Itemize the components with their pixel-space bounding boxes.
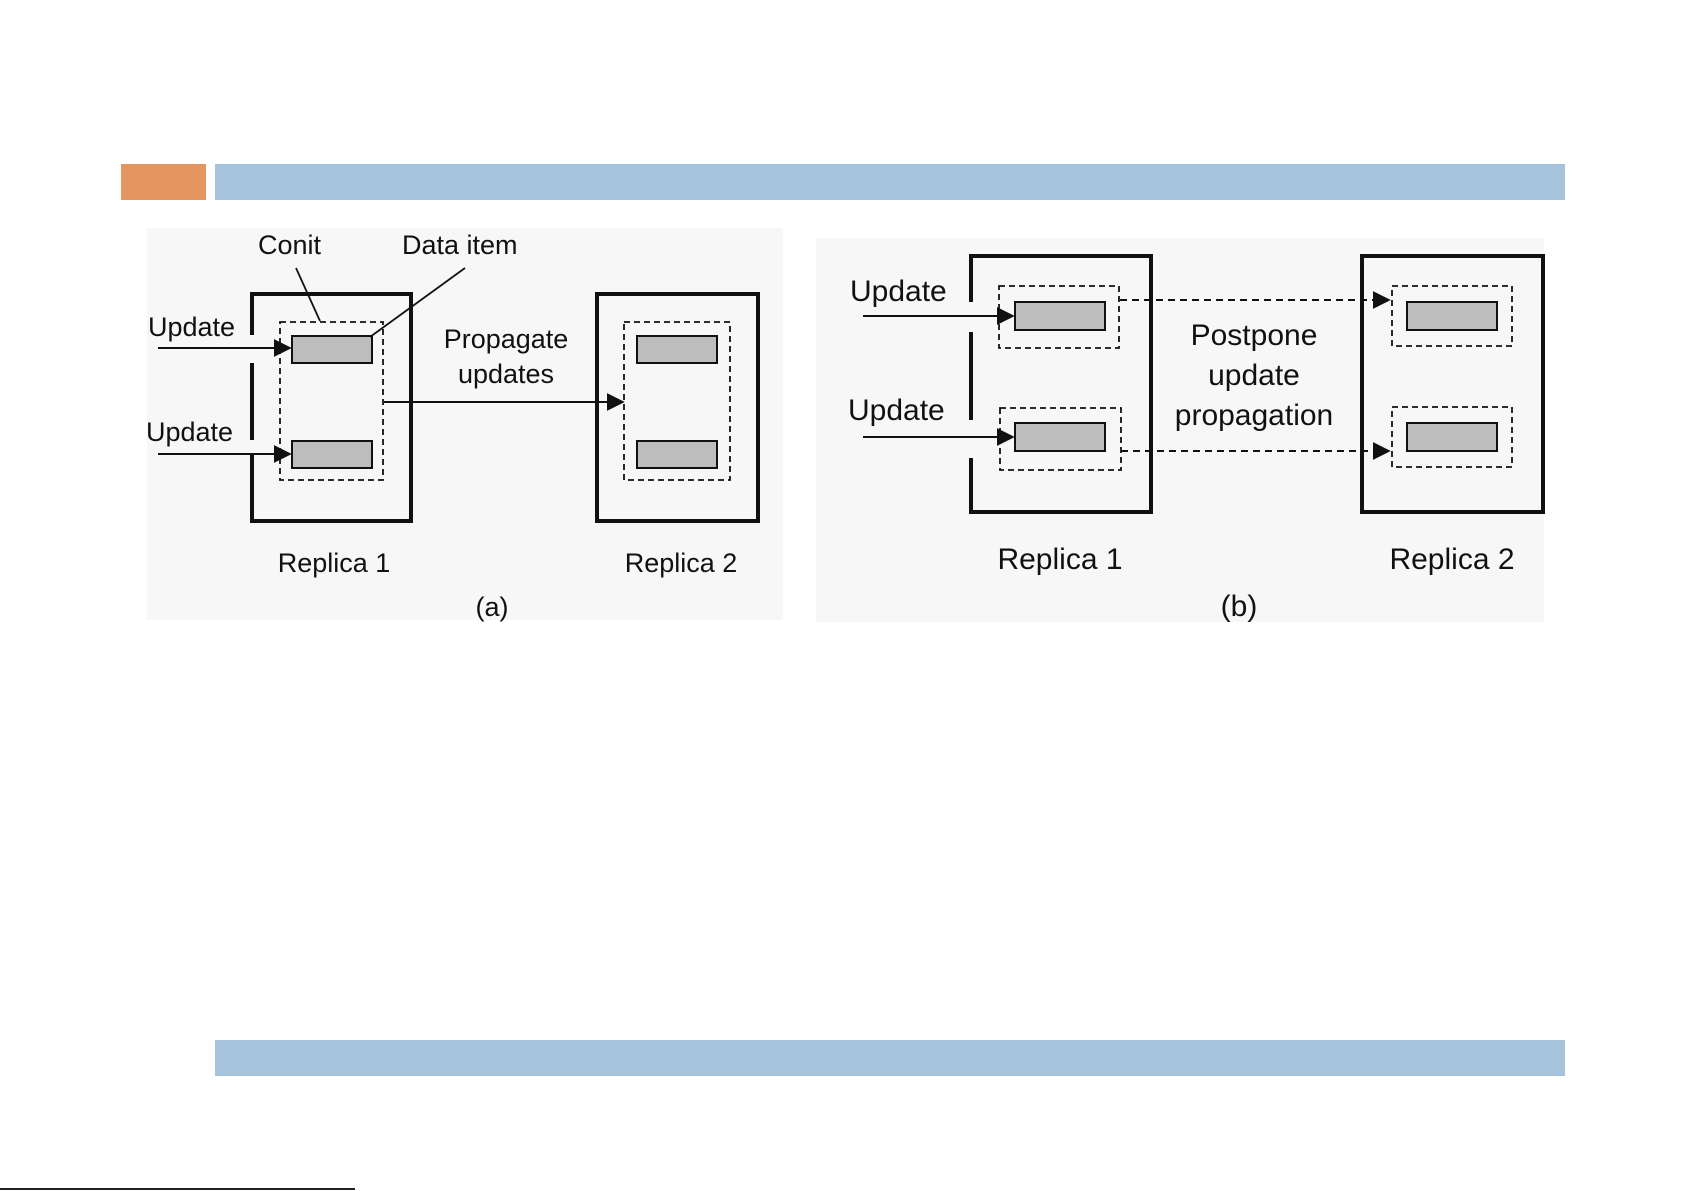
- replica-2-box-b: [1362, 256, 1543, 512]
- diagram-a: Conit Data item Update Update Propagate …: [146, 230, 758, 622]
- data-item-b-1: [1015, 302, 1105, 330]
- caption-b: (b): [1221, 590, 1258, 623]
- replica-1-box-b: [971, 256, 1151, 512]
- data-item-a-1: [292, 336, 372, 363]
- data-item-a-2: [292, 441, 372, 468]
- data-item-label: Data item: [402, 230, 518, 260]
- update-label-b-2: Update: [848, 394, 945, 427]
- caption-a: (a): [476, 592, 509, 622]
- postpone-label-line-2: update: [1208, 359, 1300, 392]
- data-item-a-3: [637, 336, 717, 363]
- postpone-label-line-1: Postpone: [1191, 319, 1318, 352]
- update-label-b-1: Update: [850, 275, 947, 308]
- footer-bar: [215, 1040, 1565, 1076]
- replica-1-box-a: [252, 294, 411, 521]
- footer-rule: [0, 1188, 355, 1190]
- replica-1-label-a: Replica 1: [278, 548, 391, 578]
- data-item-b-2: [1015, 423, 1105, 451]
- diagram-b: Update Update Postpone update propagatio…: [848, 256, 1543, 623]
- data-item-a-4: [637, 441, 717, 468]
- data-item-b-3: [1407, 302, 1497, 330]
- propagate-label-line-2: updates: [458, 359, 554, 389]
- update-label-a-2: Update: [146, 417, 233, 447]
- data-item-b-4: [1407, 423, 1497, 451]
- replica-2-label-b: Replica 2: [1389, 543, 1514, 576]
- conit-label: Conit: [258, 230, 322, 260]
- update-label-a-1: Update: [148, 312, 235, 342]
- replica-2-box-a: [597, 294, 758, 521]
- postpone-label-line-3: propagation: [1175, 399, 1333, 432]
- propagate-label-line-1: Propagate: [444, 324, 569, 354]
- replica-2-label-a: Replica 2: [625, 548, 738, 578]
- replica-1-label-b: Replica 1: [997, 543, 1122, 576]
